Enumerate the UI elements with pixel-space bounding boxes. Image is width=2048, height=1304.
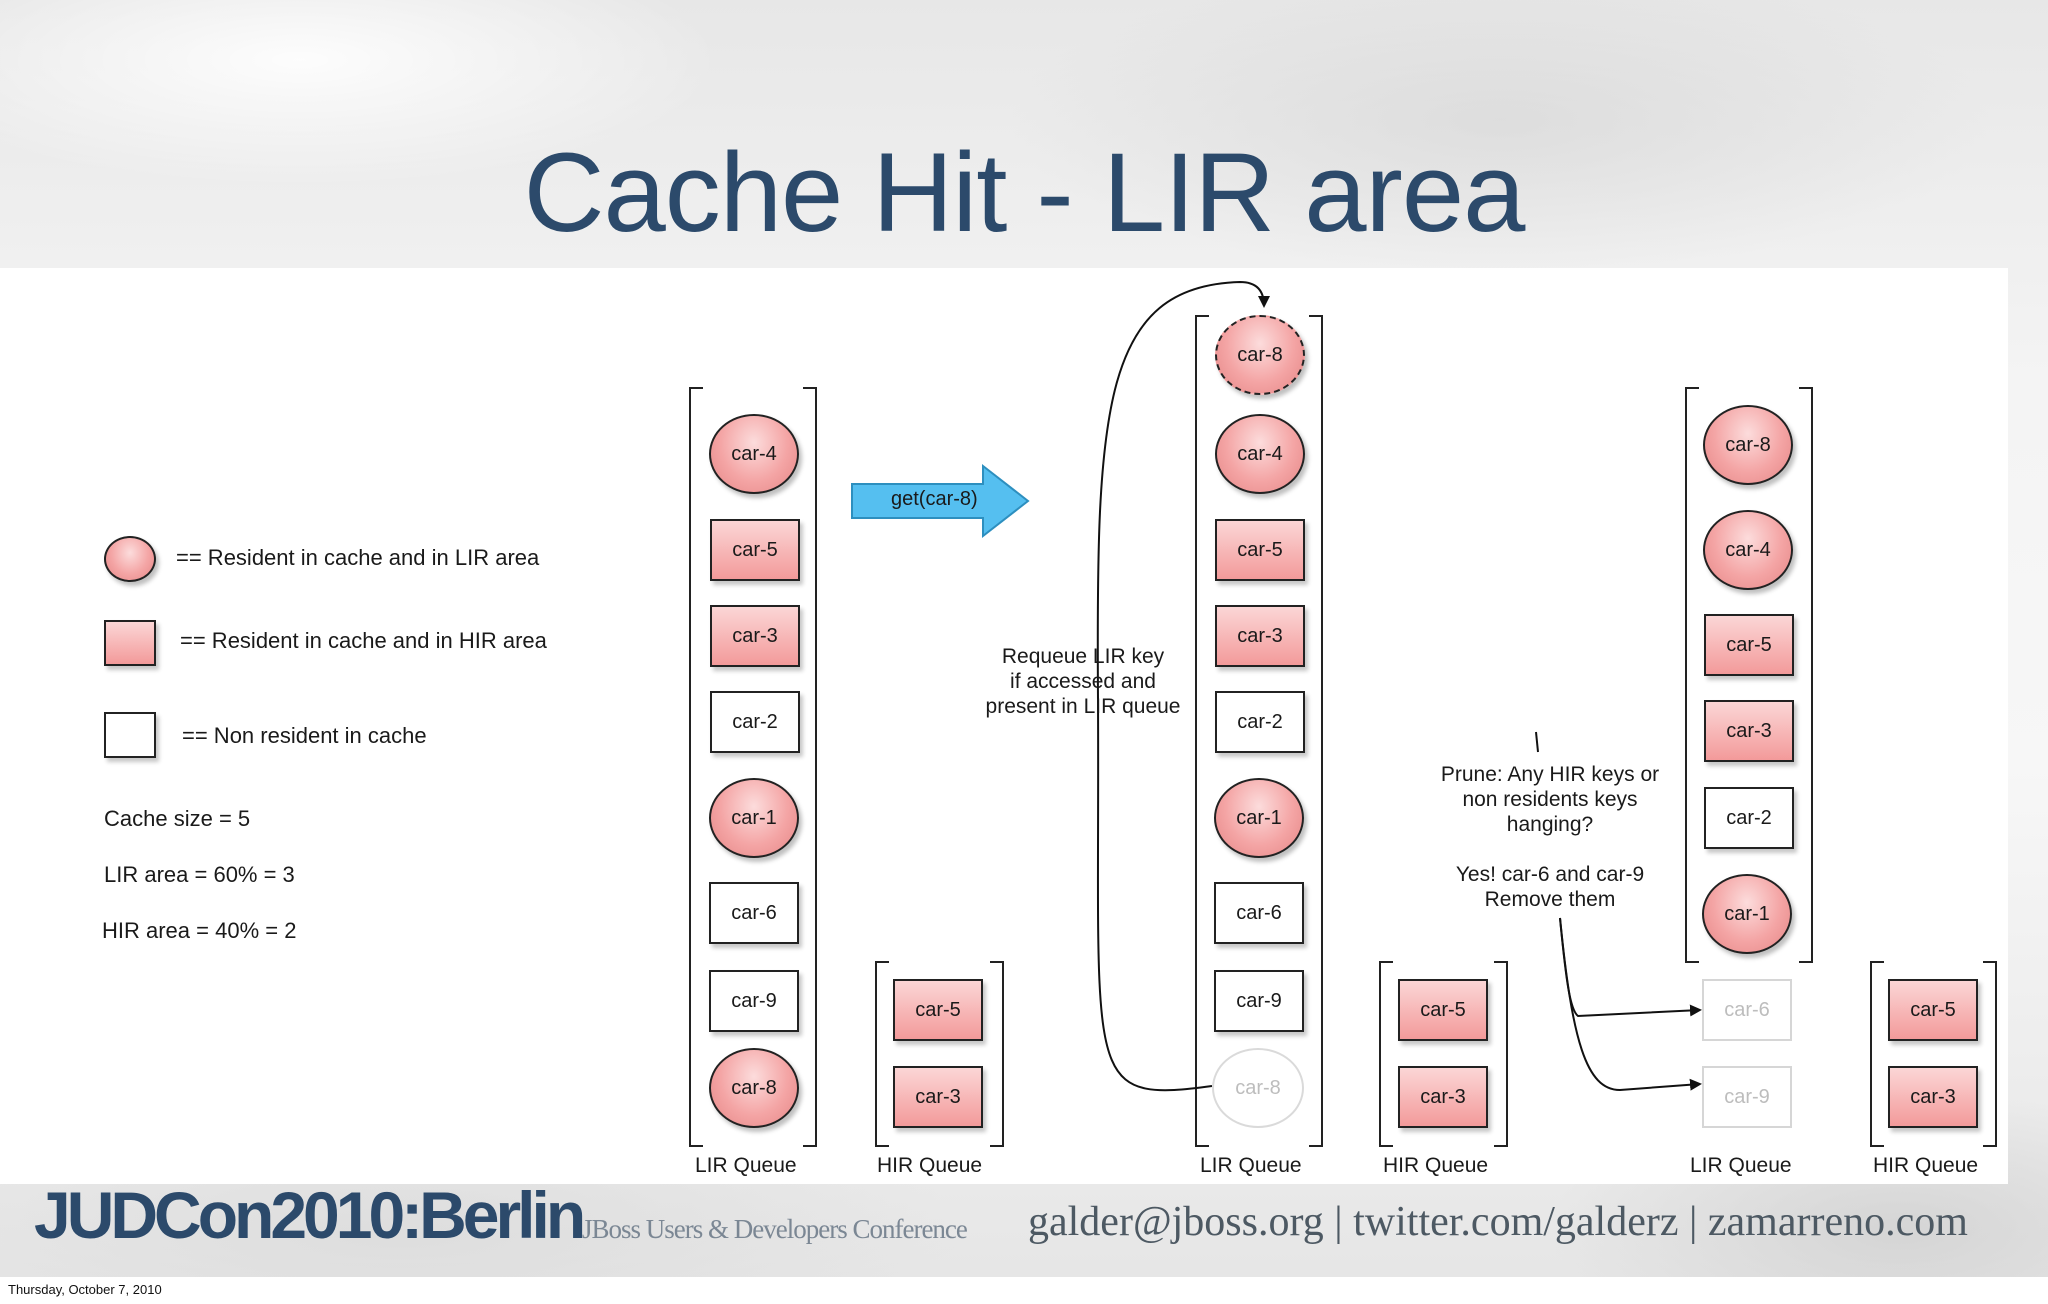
stage2-lir-car-3: car-3 [1215,605,1305,667]
stage3-lir-car-3: car-3 [1704,700,1794,762]
stage1-lir-car-3: car-3 [710,605,800,667]
stage1-hir-bracket [875,961,1004,1147]
stage3-lir-bracket [1685,387,1813,963]
conference-subtitle: JBoss Users & Developers Conference [582,1214,968,1244]
stage1-hir-car-3: car-3 [893,1066,983,1128]
stage2-lir-car-6: car-6 [1214,882,1304,944]
slide: Cache Hit - LIR area == Resident in cach… [0,0,2048,1277]
stage1-lir-car-8: car-8 [709,1048,799,1128]
stage2-lir-car-5: car-5 [1215,519,1305,581]
stage3-lir-queue-label: LIR Queue [1690,1154,1792,1177]
stage1-lir-car-5: car-5 [710,519,800,581]
speaker-contact: galder@jboss.org | twitter.com/galderz |… [1028,1199,1968,1245]
stage1-lir-car-1: car-1 [709,778,799,858]
prune-note: Prune: Any HIR keys or non residents key… [1440,763,1660,911]
legend-hir-box [104,620,156,666]
stage2-lir-car-8-old: car-8 [1212,1048,1304,1128]
stage3-hir-car-5: car-5 [1888,979,1978,1041]
get-arrow-shape [851,463,1030,539]
stage2-lir-car-1: car-1 [1214,778,1304,858]
stage2-lir-car-8-new: car-8 [1215,315,1305,395]
stage2-lir-car-2: car-2 [1215,691,1305,753]
stage3-lir-car-8: car-8 [1703,405,1793,485]
cache-size-label: Cache size = 5 [104,806,251,831]
stage3-lir-car-2: car-2 [1704,787,1794,849]
lir-area-label: LIR area = 60% = 3 [104,862,295,887]
stage2-hir-bracket [1379,961,1508,1147]
slide-date: Thursday, October 7, 2010 [8,1282,162,1297]
get-arrow-label: get(car-8) [891,488,978,510]
prune-arrow-car9 [1559,917,1702,1092]
conference-logo: JUDCon2010:Berlin [34,1178,586,1252]
stage2-lir-bracket [1195,315,1323,1147]
legend-nonres-text: == Non resident in cache [182,723,427,748]
prune-note-tick [1535,731,1539,753]
stage3-removed-car-6: car-6 [1702,979,1792,1041]
stage2-hir-car-3: car-3 [1398,1066,1488,1128]
prune-arrow-car6 [1559,917,1702,1018]
legend-hir-text: == Resident in cache and in HIR area [180,628,547,653]
stage1-lir-bracket [689,387,817,1147]
legend-lir-text: == Resident in cache and in LIR area [176,545,540,570]
stage1-lir-car-9: car-9 [709,970,799,1032]
stage2-hir-car-5: car-5 [1398,979,1488,1041]
stage3-lir-car-1: car-1 [1702,874,1792,954]
stage2-hir-queue-label: HIR Queue [1383,1154,1489,1177]
stage1-hir-queue-label: HIR Queue [877,1154,983,1177]
stage2-lir-queue-label: LIR Queue [1200,1154,1302,1177]
hir-area-label: HIR area = 40% = 2 [102,918,297,943]
stage1-lir-queue-label: LIR Queue [695,1154,797,1177]
stage2-lir-car-4: car-4 [1215,414,1305,494]
stage3-hir-car-3: car-3 [1888,1066,1978,1128]
legend-nonres-box [104,712,156,758]
requeue-curve [1096,280,1270,1092]
stage3-removed-car-9: car-9 [1702,1066,1792,1128]
stage3-hir-queue-label: HIR Queue [1873,1154,1979,1177]
stage3-lir-car-5: car-5 [1704,614,1794,676]
diagram-connectors [689,280,1997,1147]
stage3-hir-bracket [1870,961,1997,1147]
stage1-lir-car-2: car-2 [710,691,800,753]
legend-lir-circle [104,536,156,582]
stage3-lir-car-4: car-4 [1703,510,1793,590]
slide-title: Cache Hit - LIR area [523,130,1526,255]
stage1-lir-car-4: car-4 [709,414,799,494]
stage2-lir-car-9: car-9 [1214,970,1304,1032]
requeue-note-line1: Requeue LIR key if accessed and present … [985,645,1181,718]
stage1-lir-car-6: car-6 [709,882,799,944]
stage1-hir-car-5: car-5 [893,979,983,1041]
